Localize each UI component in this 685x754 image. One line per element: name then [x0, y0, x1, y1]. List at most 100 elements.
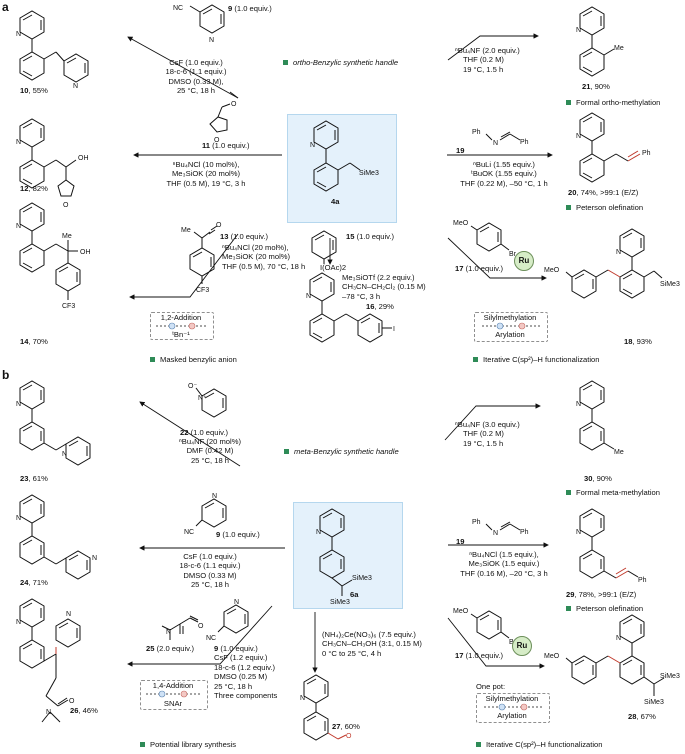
ru-catalyst-b: Ru [512, 636, 532, 656]
label-30: 30, 90% [584, 474, 612, 483]
reagent-15-atom: I(OAc)2 [320, 263, 347, 272]
reagent-9-label-a: 9 (1.0 equiv.) [228, 4, 272, 13]
highlight-meta-handle: meta-Benzylic synthetic handle [284, 447, 399, 456]
conditions-10: CsF (1.0 equiv.)18-c-6 (1.1 equiv.)DMSO … [165, 58, 227, 96]
svg-text:N: N [16, 31, 21, 38]
center-box-4a [287, 114, 397, 223]
svg-text:N: N [316, 529, 321, 536]
structure-reagent-9-b: N NC [184, 493, 227, 536]
iterative-box-b [476, 693, 550, 723]
structure-24: NN [16, 494, 97, 580]
conditions-24: CsF (1.0 equiv.)18-c-6 (1.1 equiv.)DMSO … [179, 552, 241, 590]
svg-text:N: N [576, 27, 581, 34]
label-18: 18, 93% [624, 337, 652, 346]
svg-text:N: N [493, 140, 498, 147]
structure-reagent-25: ON [161, 615, 204, 640]
svg-text:NC: NC [206, 635, 216, 642]
label-4a: 4a [331, 197, 340, 206]
svg-text:O: O [198, 623, 204, 630]
iterative-box-line1-a: Silylmethylation [483, 313, 537, 322]
svg-text:N: N [62, 451, 67, 458]
svg-text:Br: Br [509, 251, 517, 258]
arrow-to-28 [447, 617, 545, 669]
svg-text:N: N [576, 133, 581, 140]
label-20: 20, 74%, >99:1 (E/Z) [568, 188, 639, 197]
structure-reagent-9-a: NC N [173, 4, 225, 44]
label-21: 21, 90% [582, 82, 610, 91]
highlight-peterson-b: Peterson olefination [566, 604, 643, 613]
conditions-27: (NH₄)₂Ce(NO₃)₆ (7.5 equiv.)CH₃CN–CH₃OH (… [322, 630, 422, 658]
svg-text:Ph: Ph [642, 150, 651, 157]
label-27: 27, 60% [332, 722, 360, 731]
highlight-iterative-b: Iterative C(sp²)–H functionalization [476, 740, 603, 749]
label-14: 14, 70% [20, 337, 48, 346]
svg-text:O: O [214, 137, 220, 144]
iterative-icon-b [484, 703, 542, 711]
addition-icon-b [146, 690, 200, 698]
ru-catalyst-a: Ru [514, 251, 534, 271]
svg-text:N: N [616, 635, 621, 642]
addition-sub-a: ᵗBn⁻¹ [172, 330, 190, 339]
highlight-formal-meta: Formal meta-methylation [566, 488, 660, 497]
svg-text:N: N [576, 401, 581, 408]
svg-text:NC: NC [173, 5, 183, 12]
reagent-19-label-b: 19 [456, 537, 465, 546]
svg-text:N: N [212, 493, 217, 500]
svg-text:Me: Me [614, 45, 624, 52]
svg-text:N: N [300, 695, 305, 702]
svg-text:N: N [166, 629, 171, 636]
reagent-19-label-a: 19 [456, 146, 465, 155]
iterative-box-line1-b: Silylmethylation [485, 694, 539, 703]
svg-text:MeO: MeO [544, 653, 560, 660]
label-23: 23, 61% [20, 474, 48, 483]
svg-text:Ph: Ph [472, 519, 481, 526]
svg-text:N: N [92, 555, 97, 562]
label-24: 24, 71% [20, 578, 48, 587]
svg-text:N: N [16, 619, 21, 626]
svg-text:N: N [234, 599, 239, 606]
svg-text:SiMe3: SiMe3 [660, 281, 680, 288]
addition-icon-a [156, 322, 208, 330]
label-16: 16, 29% [366, 302, 394, 311]
svg-text:N⁺: N⁺ [198, 395, 207, 402]
svg-text:SiMe3: SiMe3 [330, 599, 350, 606]
arrow-to-30 [444, 403, 541, 441]
svg-text:MeO: MeO [544, 267, 560, 274]
svg-text:OH: OH [80, 249, 91, 256]
conditions-12: ⁿBu₄NCl (10 mol%),Me₃SiOK (20 mol%)THF (… [166, 160, 246, 188]
reagent-11-label: 11 (1.0 equiv.) [202, 141, 250, 150]
svg-text:Ph: Ph [520, 139, 529, 146]
conditions-14: ⁿBu₄NCl (20 mol%),Me₃SiOK (20 mol%)THF (… [222, 243, 306, 271]
svg-text:N: N [16, 401, 21, 408]
highlight-masked-anion: Masked benzylic anion [150, 355, 237, 364]
svg-text:N: N [493, 530, 498, 537]
label-29: 29, 78%, >99:1 (E/Z) [566, 590, 637, 599]
label-12: 12, 82% [20, 184, 48, 193]
svg-text:N: N [46, 709, 51, 716]
svg-text:OH: OH [78, 155, 89, 162]
label-10: 10, 55% [20, 86, 48, 95]
center-box-6a [293, 502, 403, 609]
arrow-to-21 [447, 33, 539, 61]
svg-text:CF3: CF3 [196, 287, 209, 294]
structure-16: NI [306, 272, 395, 343]
structure-21: N Me [576, 6, 624, 77]
structure-reagent-11: OO [209, 101, 237, 144]
svg-text:NC: NC [184, 529, 194, 536]
svg-text:CF3: CF3 [62, 303, 75, 310]
conditions-30: ⁿBu₄NF (3.0 equiv.)THF (0.2 M)19 °C, 1.5… [455, 420, 520, 448]
svg-text:O⁻: O⁻ [188, 383, 197, 390]
svg-text:Ph: Ph [472, 129, 481, 136]
highlight-peterson-a: Peterson olefination [566, 203, 643, 212]
structure-29: NPh [576, 508, 647, 584]
svg-text:N: N [66, 611, 71, 618]
highlight-library: Potential library synthesis [140, 740, 236, 749]
